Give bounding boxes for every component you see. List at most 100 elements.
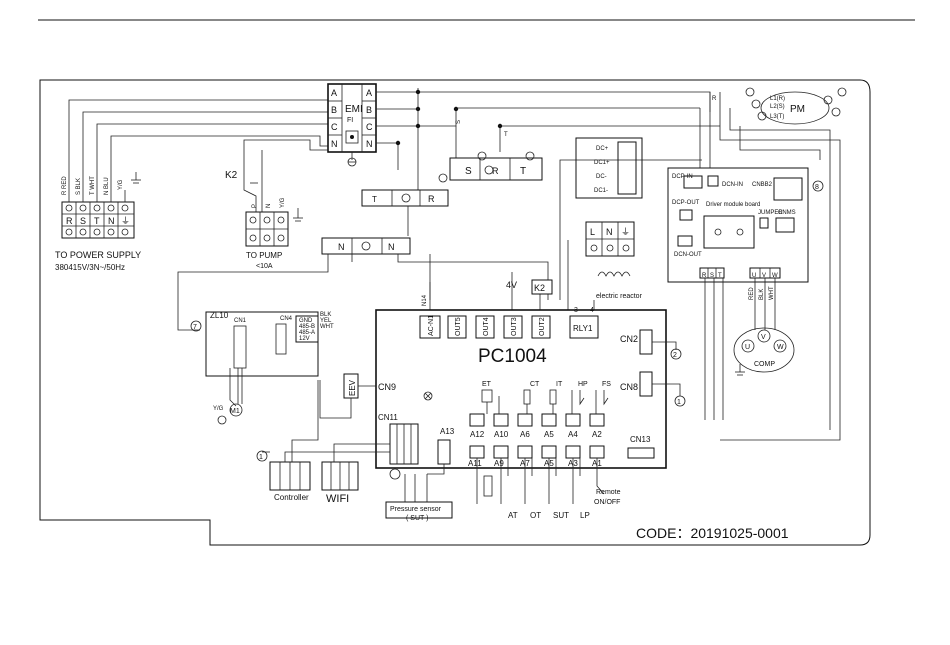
emi-out-n: N (366, 139, 373, 149)
comp-label: COMP (754, 361, 775, 368)
sensor-hp: HP (578, 381, 588, 388)
wire-label-t-top: T (504, 132, 508, 138)
driver-u: U (752, 273, 756, 279)
driver-dcp-out: DCP-OUT (672, 200, 700, 206)
emi-out-a: A (366, 88, 372, 98)
junction-dots (395, 89, 503, 146)
driver-cnms: CNMS (778, 210, 796, 216)
emi-filter: A B C N A B C N EMI FI (327, 83, 377, 153)
zl10-cn1: CN1 (234, 318, 247, 324)
pump-spec: <10A (256, 263, 273, 270)
port-a10: A10 (494, 430, 509, 439)
rly1-pin3: 3 (574, 307, 578, 314)
marker-7-label: 7 (193, 324, 197, 331)
sensor-et: ET (482, 381, 492, 388)
a13-label: A13 (440, 427, 455, 436)
driver-jumper: JUMPER (758, 210, 783, 216)
driver-v: V (762, 273, 766, 279)
port-a12: A12 (470, 430, 485, 439)
pressure-sensor-sub: ( SUT ) (406, 515, 428, 522)
ps-terminal-ground: ⏚ (121, 216, 130, 226)
k2-coil-label: K2 (534, 283, 545, 293)
ground-icon (131, 172, 141, 184)
wire-label-wht: T WHT (90, 176, 96, 195)
zl10-wire-blk: BLK (320, 312, 331, 318)
pm-label: PM (790, 104, 805, 115)
driver-dcn-in: DCN-IN (722, 182, 743, 188)
wire-label-r-top: R (712, 96, 717, 102)
comp-ground-icon (735, 364, 745, 376)
marker-1-label: 1 (677, 399, 681, 406)
emi-in-n: N (331, 139, 338, 149)
pm-l3: L3(T) (770, 114, 784, 120)
out-rly1: RLY1 (573, 324, 593, 333)
pm-l1: L1(R) (770, 96, 785, 102)
sensors-top: ET CT IT HP FS (481, 381, 611, 414)
cn11-label: CN11 (378, 413, 398, 422)
driver-r: R (702, 273, 707, 279)
wire-label-red: R RED (62, 176, 68, 195)
relay-outputs: AC-N1 OUT5 OUT4 OUT3 OUT2 RLY1 (419, 315, 599, 339)
neutral-terminal: N N (321, 237, 411, 255)
driver-module: DCP-IN DCN-IN DCP-OUT Driver module boar… (667, 167, 809, 283)
diagram-frame (39, 79, 871, 546)
ps-terminal-n: N (108, 216, 115, 226)
power-wire-labels: R RED S BLK T WHT N BLU Y/G (62, 176, 124, 195)
out-out4: OUT4 (483, 317, 490, 336)
driver-w: W (772, 273, 778, 279)
driver-s: S (710, 273, 714, 279)
marker-left-1: 1 (256, 450, 268, 462)
reactor-terminal: L N ⏚ (585, 221, 635, 257)
sensor-ot: OT (530, 511, 541, 520)
controller-label: Controller (274, 493, 309, 502)
driver-dcp-in: DCP-IN (672, 174, 693, 180)
n-term-1: N (338, 242, 345, 252)
power-supply-label: TO POWER SUPPLY (55, 250, 141, 260)
reactor-label: electric reactor (596, 293, 643, 300)
n-term-2: N (388, 242, 395, 252)
ps-terminal-r: R (66, 216, 73, 226)
power-module: PM L1(R) L2(S) L3(T) (745, 87, 847, 125)
zl10-wire-yel: YEL (320, 318, 332, 324)
motor-ground-label: Y/G (213, 406, 224, 412)
sensor-it: IT (556, 381, 563, 388)
zl10-pin-485a: 485-A (299, 330, 315, 336)
sensor-ports-top: A12 A10 A6 A5 A4 A2 (469, 413, 605, 439)
power-supply-terminal: R S T N ⏚ (61, 201, 135, 239)
sensor-at: AT (508, 511, 518, 520)
wifi-box: WIFI (321, 461, 359, 505)
wifi-label: WIFI (326, 493, 349, 505)
valve-label: 4V (506, 280, 517, 290)
sensors-bottom: AT OT SUT LP Remote ON/OFF (476, 458, 621, 520)
dc1-plus: DC1+ (594, 160, 610, 166)
emi-ground-icon (347, 152, 357, 167)
document-code: CODE：20191025-0001 (636, 525, 789, 541)
emi-out-c: C (366, 122, 373, 132)
emi-in-c: C (331, 122, 338, 132)
pump-relay-label: K2 (225, 170, 238, 181)
wire-label-blk: S BLK (76, 178, 82, 195)
cn13-label: CN13 (630, 435, 651, 444)
sensor-ct: CT (530, 381, 540, 388)
cn-marker-wires (652, 341, 681, 396)
zl10-label: ZL10 (210, 311, 229, 320)
compressor-wires (704, 278, 776, 420)
sensor-sut: SUT (553, 511, 569, 520)
port-a11: A11 (468, 459, 482, 468)
dc-block: DC+ DC1+ DC- DC1- (575, 137, 643, 199)
comm-wires (262, 380, 390, 462)
contactor-top-t: T (520, 166, 526, 177)
power-module-wires (559, 92, 841, 441)
driver-dcn-out: DCN-OUT (674, 252, 702, 258)
remote-onoff-label: ON/OFF (594, 499, 620, 506)
eev-valve: EEV (319, 373, 376, 419)
zl10-pin-12v: 12V (299, 336, 310, 342)
comp-v: V (761, 334, 766, 341)
controller-box: Controller (269, 461, 311, 502)
contactor-top-r: R (492, 166, 499, 176)
contactor-top-s: S (465, 166, 472, 177)
emi-sub: FI (347, 117, 353, 124)
reactor-l: L (590, 227, 595, 237)
cn9-label: CN9 (378, 382, 396, 392)
